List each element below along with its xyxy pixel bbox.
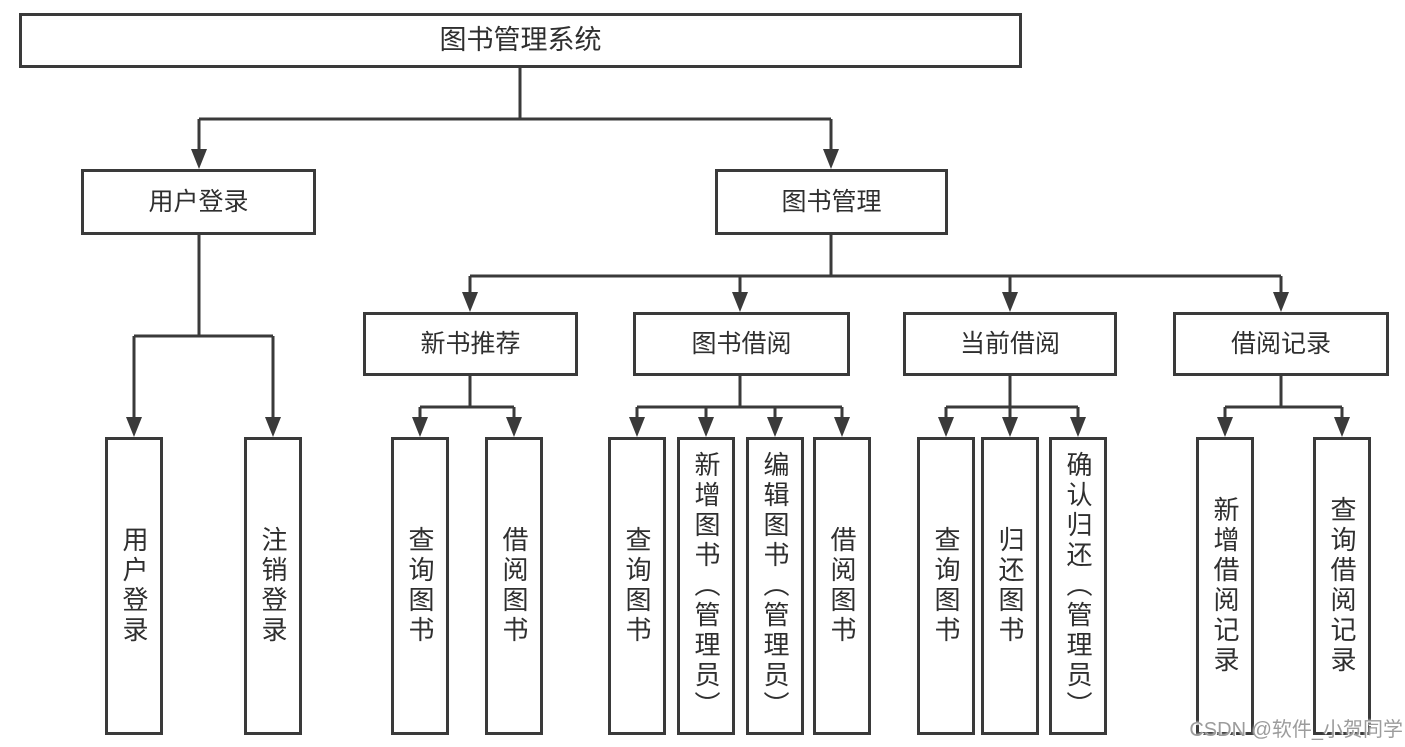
arrowhead [462,292,478,312]
leaf-recommend-borrow-book: 借阅图书 [485,437,543,735]
node-book-management: 图书管理 [715,169,948,235]
connector-borrow-records-children [1217,376,1350,437]
leaf-add-book-admin: 新增图书（管理员） [677,437,735,735]
arrowhead [1334,417,1350,437]
leaf-edit-book-admin: 编辑图书（管理员） [746,437,804,735]
leaf-current-query-book: 查询图书 [917,437,975,735]
node-label: 编辑图书（管理员） [760,451,790,721]
arrowhead [823,149,839,169]
connector-new-book-recommend-children [412,376,522,437]
arrowhead [1002,292,1018,312]
node-label: 图书管理系统 [439,25,602,55]
arrowhead [191,149,207,169]
connector-book-borrow-children [629,376,850,437]
node-label: 借阅记录 [1230,329,1331,358]
node-label: 图书借阅 [691,329,792,358]
node-label: 查询借阅记录 [1327,496,1357,676]
leaf-add-borrow-record: 新增借阅记录 [1196,437,1254,735]
leaf-user-login: 用户登录 [105,437,163,735]
leaf-confirm-return-admin: 确认归还（管理员） [1049,437,1107,735]
node-new-book-recommend: 新书推荐 [363,312,578,376]
leaf-borrow-book: 借阅图书 [813,437,871,735]
arrowhead [834,417,850,437]
node-current-borrow: 当前借阅 [903,312,1117,376]
node-label: 当前借阅 [959,329,1060,358]
arrowhead [506,417,522,437]
node-label: 归还图书 [995,526,1025,646]
arrowhead [629,417,645,437]
arrowhead [126,417,142,437]
node-label: 查询图书 [622,526,652,646]
arrowhead [1273,292,1289,312]
node-label: 查询图书 [931,526,961,646]
arrowhead [1002,417,1018,437]
connector-root-to-level2 [191,68,839,169]
leaf-query-borrow-record: 查询借阅记录 [1313,437,1371,735]
node-label: 新书推荐 [420,329,521,358]
node-book-borrow: 图书借阅 [633,312,850,376]
leaf-recommend-query-book: 查询图书 [391,437,449,735]
node-label: 新增借阅记录 [1210,496,1240,676]
node-label: 确认归还（管理员） [1063,451,1093,721]
leaf-logout: 注销登录 [244,437,302,735]
node-label: 图书管理 [781,187,882,216]
arrowhead [767,417,783,437]
node-label: 借阅图书 [827,526,857,646]
node-label: 借阅图书 [499,526,529,646]
arrowhead [938,417,954,437]
node-label: 用户登录 [119,526,149,646]
node-borrow-records: 借阅记录 [1173,312,1389,376]
arrowhead [1217,417,1233,437]
leaf-borrow-query-book: 查询图书 [608,437,666,735]
connector-current-borrow-children [938,376,1086,437]
node-label: 注销登录 [258,526,288,646]
watermark-text: CSDN @软件_小贺同学 [1189,719,1403,741]
leaf-return-book: 归还图书 [981,437,1039,735]
arrowhead [265,417,281,437]
node-label: 用户登录 [148,187,249,216]
arrowhead [412,417,428,437]
arrowhead [1070,417,1086,437]
node-label: 新增图书（管理员） [691,451,721,721]
connector-user-login-children [126,235,281,437]
node-user-login: 用户登录 [81,169,316,235]
node-label: 查询图书 [405,526,435,646]
node-root-system: 图书管理系统 [19,13,1022,68]
arrowhead [698,417,714,437]
connector-book-management-to-level3 [462,235,1289,312]
arrowhead [732,292,748,312]
